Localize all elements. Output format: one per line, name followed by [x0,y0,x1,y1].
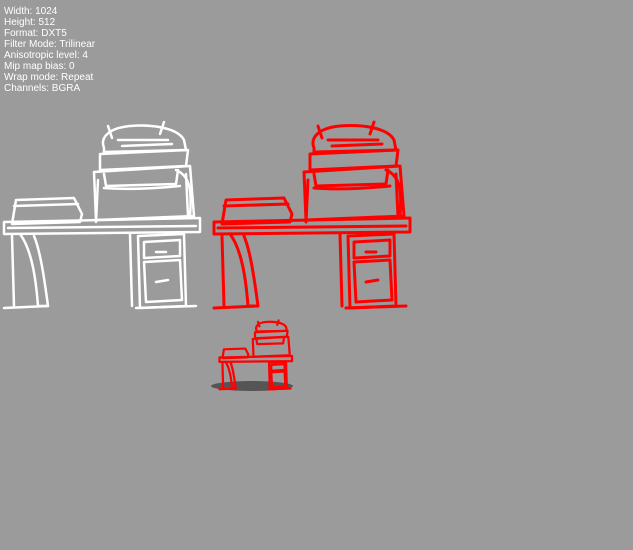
texture-info-overlay: Width: 1024 Height: 512 Format: DXT5 Fil… [4,6,95,94]
workbench-outline [218,319,294,391]
texture-channels-label: Channels: BGRA [4,83,81,94]
workbench-outline [212,120,412,310]
texture-format-label: Format: DXT5 [4,28,67,39]
texture-wrap-mode-label: Wrap mode: Repeat [4,72,94,83]
texture-width-label: Width: 1024 [4,6,58,17]
texture-filter-mode-label: Filter Mode: Trilinear [4,39,96,50]
workbench-machine-white-sprite [2,120,202,310]
texture-height-label: Height: 512 [4,17,56,28]
texture-mipmap-bias-label: Mip map bias: 0 [4,61,75,72]
workbench-outline [2,120,202,310]
texture-anisotropic-level-label: Anisotropic level: 4 [4,50,88,61]
workbench-machine-red-sprite [212,120,412,310]
workbench-machine-small-preview-sprite [211,319,294,391]
